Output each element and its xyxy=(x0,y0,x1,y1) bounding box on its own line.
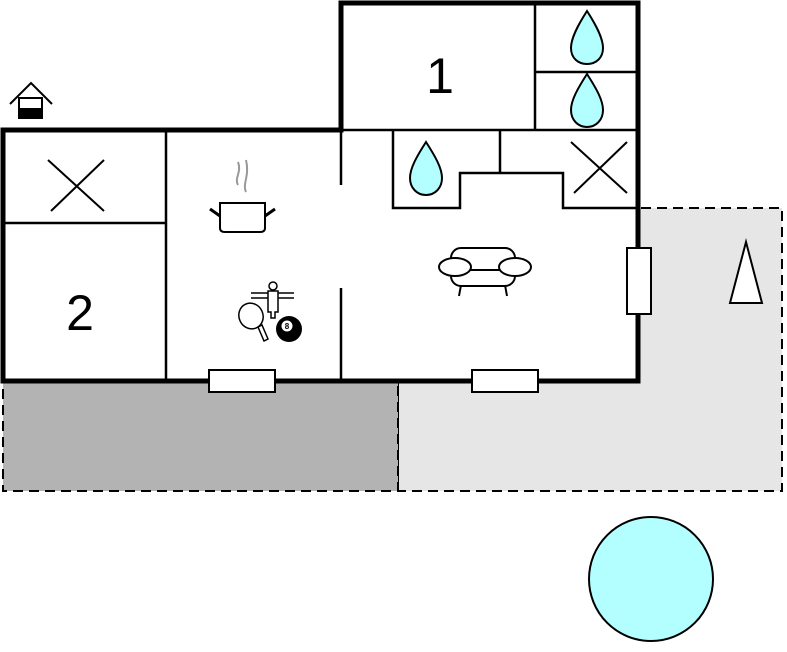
bed-room-x-icon xyxy=(570,141,628,194)
billiard-ball-icon: 8 xyxy=(276,316,302,342)
bed-room-x-icon xyxy=(47,159,105,212)
room-label-2: 2 xyxy=(66,285,94,341)
building xyxy=(0,0,641,384)
window xyxy=(471,369,539,393)
water-drop-icon xyxy=(569,9,605,66)
room-label-1: 1 xyxy=(426,48,454,104)
sofa-icon xyxy=(438,247,532,297)
pool xyxy=(588,516,714,642)
window xyxy=(626,247,652,315)
svg-text:8: 8 xyxy=(285,322,290,331)
water-drop-icon xyxy=(569,72,605,129)
interior-walls xyxy=(3,3,638,381)
table-football-icon xyxy=(251,281,294,319)
house-icon xyxy=(9,81,53,119)
covered-terrace xyxy=(2,380,399,492)
window xyxy=(208,369,276,393)
tree-icon xyxy=(728,238,764,304)
table-tennis-icon xyxy=(238,302,269,343)
water-drop-icon xyxy=(408,140,444,197)
cooking-pot-icon xyxy=(209,159,276,233)
